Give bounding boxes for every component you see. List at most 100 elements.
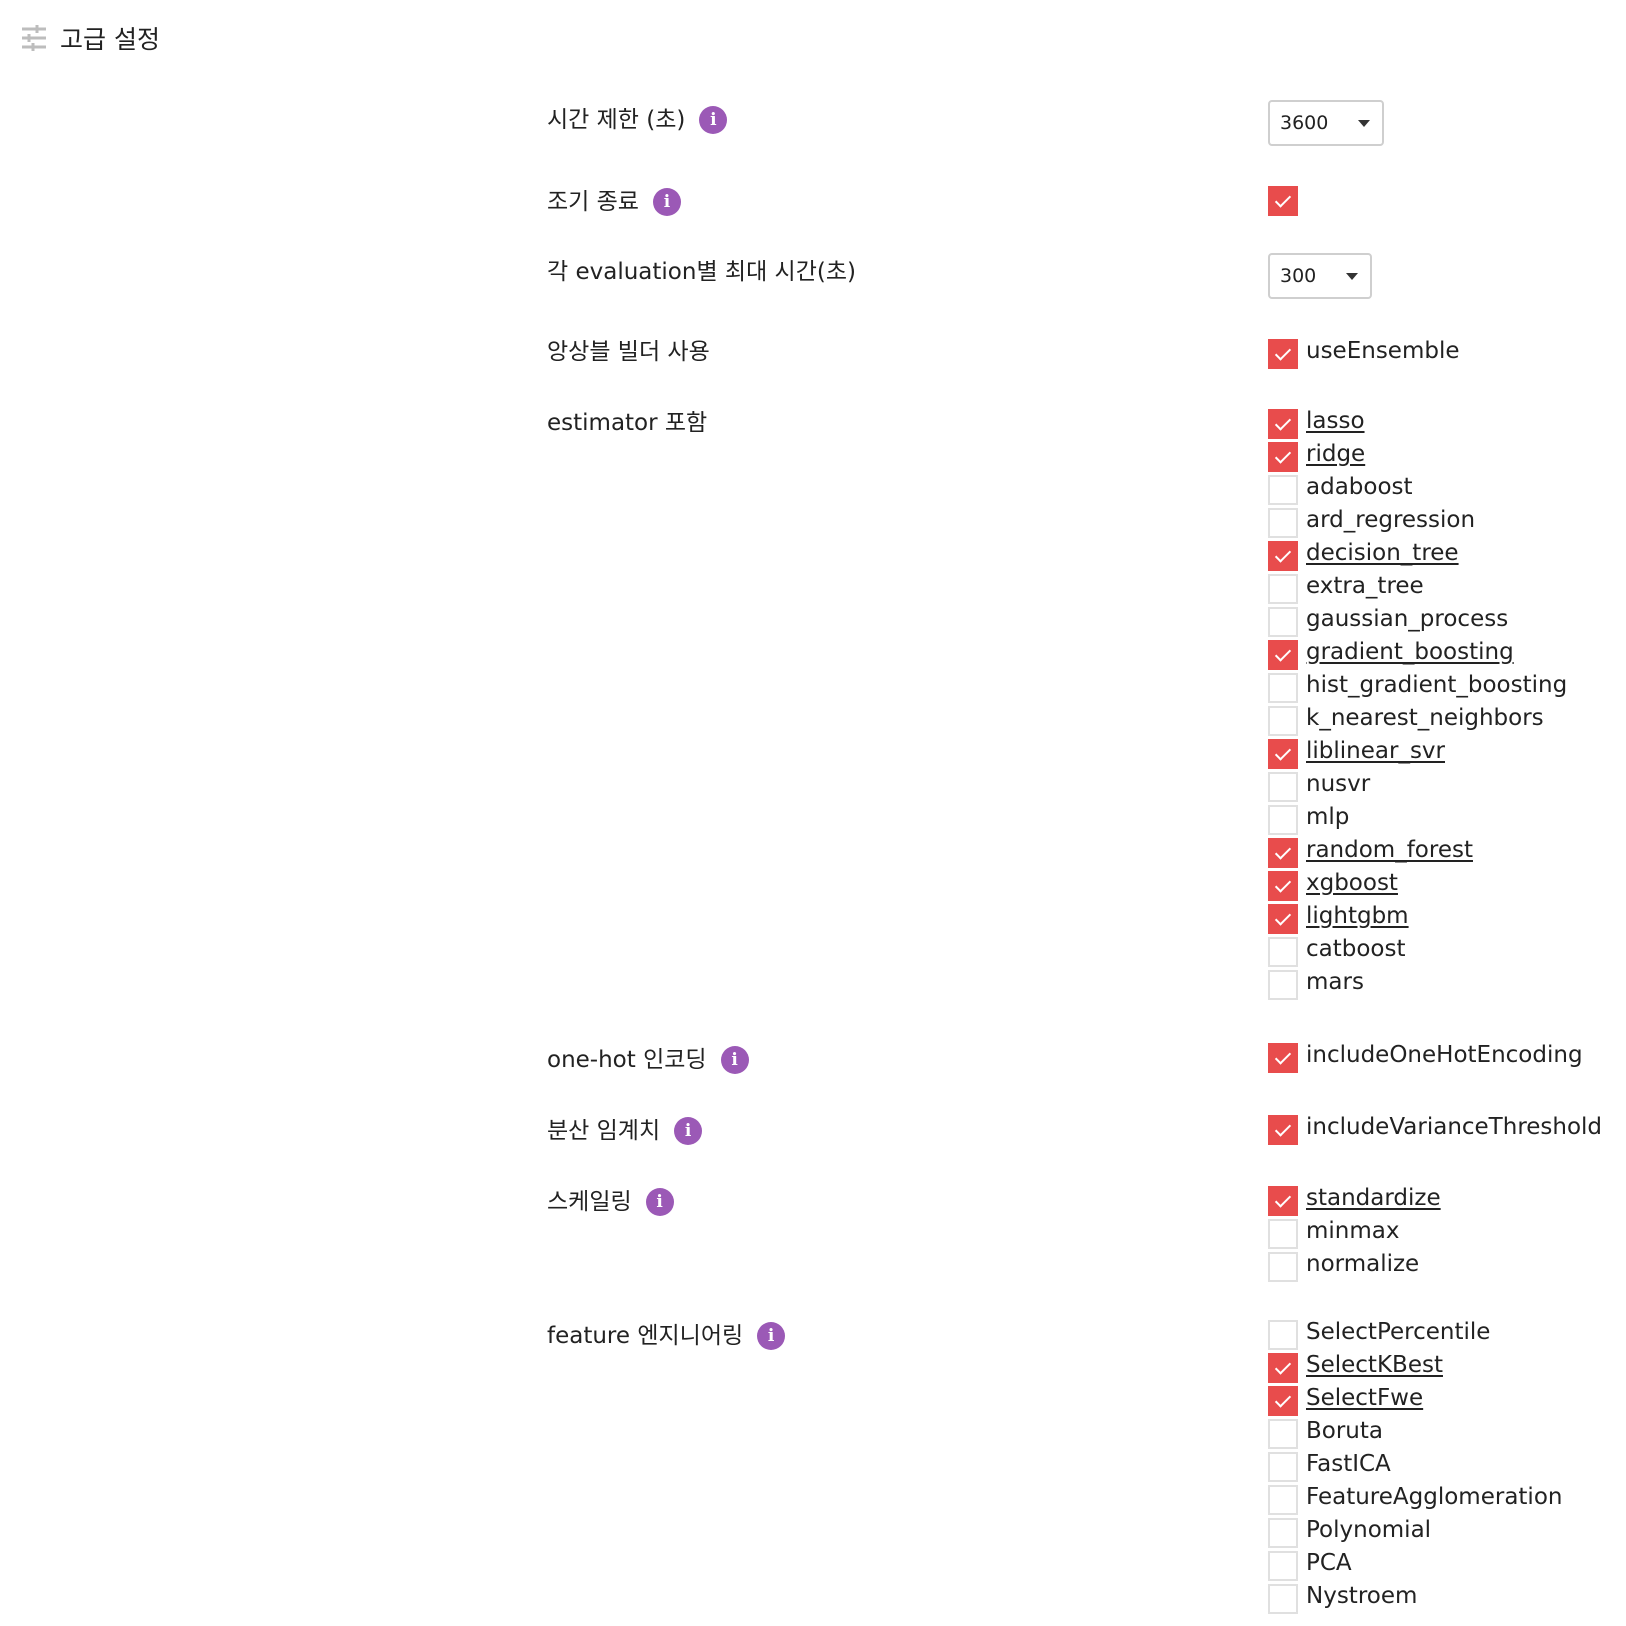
info-icon[interactable]: i bbox=[674, 1117, 703, 1145]
early-stop-label: 조기 종료 i bbox=[547, 188, 681, 216]
list-item[interactable]: minmax bbox=[1268, 1217, 1441, 1250]
list-item[interactable]: lasso bbox=[1268, 407, 1567, 440]
early-stop-row[interactable] bbox=[1268, 184, 1298, 217]
option-label: Boruta bbox=[1306, 1417, 1383, 1444]
option-label: normalize bbox=[1306, 1250, 1420, 1277]
info-icon[interactable]: i bbox=[720, 1046, 749, 1074]
list-item[interactable]: liblinear_svr bbox=[1268, 737, 1567, 770]
scaling-label: 스케일링 i bbox=[547, 1188, 674, 1216]
checkbox[interactable] bbox=[1268, 1583, 1298, 1614]
early-stop-group bbox=[1268, 184, 1298, 217]
time-limit-select[interactable]: 3600 bbox=[1268, 100, 1384, 146]
list-item[interactable]: Boruta bbox=[1268, 1417, 1562, 1450]
list-item[interactable]: k_nearest_neighbors bbox=[1268, 704, 1567, 737]
onehot-checkbox[interactable] bbox=[1268, 1042, 1298, 1073]
time-limit-label: 시간 제한 (초) i bbox=[547, 106, 728, 134]
checkbox[interactable] bbox=[1268, 672, 1298, 703]
list-item[interactable]: adaboost bbox=[1268, 473, 1567, 506]
option-label: FeatureAgglomeration bbox=[1306, 1483, 1563, 1510]
option-label: lightgbm bbox=[1306, 902, 1409, 929]
variance-checkbox[interactable] bbox=[1268, 1114, 1298, 1145]
eval-time-label: 각 evaluation별 최대 시간(초) bbox=[547, 258, 856, 286]
time-limit-text: 시간 제한 (초) bbox=[547, 107, 686, 133]
info-icon[interactable]: i bbox=[652, 188, 681, 216]
onehot-group: includeOneHotEncoding bbox=[1268, 1041, 1583, 1074]
checkbox[interactable] bbox=[1268, 936, 1298, 967]
list-item[interactable]: gradient_boosting bbox=[1268, 638, 1567, 671]
early-stop-checkbox[interactable] bbox=[1268, 185, 1298, 216]
onehot-row[interactable]: includeOneHotEncoding bbox=[1268, 1041, 1583, 1074]
checkbox[interactable] bbox=[1268, 1251, 1298, 1282]
checkbox[interactable] bbox=[1268, 903, 1298, 934]
checkbox[interactable] bbox=[1268, 507, 1298, 538]
list-item[interactable]: Nystroem bbox=[1268, 1582, 1562, 1615]
checkbox[interactable] bbox=[1268, 1385, 1298, 1416]
checkbox[interactable] bbox=[1268, 1319, 1298, 1350]
checkbox[interactable] bbox=[1268, 573, 1298, 604]
list-item[interactable]: SelectKBest bbox=[1268, 1351, 1562, 1384]
list-item[interactable]: decision_tree bbox=[1268, 539, 1567, 572]
checkbox[interactable] bbox=[1268, 705, 1298, 736]
caret-down-icon bbox=[1358, 120, 1370, 127]
checkbox[interactable] bbox=[1268, 870, 1298, 901]
list-item[interactable]: standardize bbox=[1268, 1184, 1441, 1217]
info-icon[interactable]: i bbox=[757, 1322, 786, 1350]
checkbox[interactable] bbox=[1268, 441, 1298, 472]
variance-group: includeVarianceThreshold bbox=[1268, 1113, 1602, 1146]
checkbox[interactable] bbox=[1268, 804, 1298, 835]
list-item[interactable]: FastICA bbox=[1268, 1450, 1562, 1483]
section-header[interactable]: 고급 설정 bbox=[20, 22, 160, 54]
option-label: Nystroem bbox=[1306, 1582, 1418, 1609]
ensemble-row[interactable]: useEnsemble bbox=[1268, 337, 1460, 370]
checkbox[interactable] bbox=[1268, 1418, 1298, 1449]
checkbox[interactable] bbox=[1268, 639, 1298, 670]
list-item[interactable]: mlp bbox=[1268, 803, 1567, 836]
checkbox[interactable] bbox=[1268, 837, 1298, 868]
info-icon[interactable]: i bbox=[699, 106, 728, 134]
checkbox[interactable] bbox=[1268, 1185, 1298, 1216]
variance-label: 분산 임계치 i bbox=[547, 1117, 703, 1145]
checkbox[interactable] bbox=[1268, 1218, 1298, 1249]
ensemble-checkbox[interactable] bbox=[1268, 338, 1298, 369]
eval-time-select[interactable]: 300 bbox=[1268, 253, 1372, 299]
checkbox[interactable] bbox=[1268, 408, 1298, 439]
list-item[interactable]: hist_gradient_boosting bbox=[1268, 671, 1567, 704]
list-item[interactable]: SelectPercentile bbox=[1268, 1318, 1562, 1351]
checkbox[interactable] bbox=[1268, 474, 1298, 505]
list-item[interactable]: gaussian_process bbox=[1268, 605, 1567, 638]
checkbox[interactable] bbox=[1268, 1484, 1298, 1515]
option-label: random_forest bbox=[1306, 836, 1473, 863]
checkbox[interactable] bbox=[1268, 1451, 1298, 1482]
list-item[interactable]: ridge bbox=[1268, 440, 1567, 473]
checkbox[interactable] bbox=[1268, 606, 1298, 637]
option-label: ard_regression bbox=[1306, 506, 1476, 533]
list-item[interactable]: random_forest bbox=[1268, 836, 1567, 869]
info-icon[interactable]: i bbox=[645, 1188, 674, 1216]
list-item[interactable]: extra_tree bbox=[1268, 572, 1567, 605]
option-label: mlp bbox=[1306, 803, 1350, 830]
list-item[interactable]: PCA bbox=[1268, 1549, 1562, 1582]
option-label: FastICA bbox=[1306, 1450, 1391, 1477]
variance-row[interactable]: includeVarianceThreshold bbox=[1268, 1113, 1602, 1146]
checkbox[interactable] bbox=[1268, 1352, 1298, 1383]
checkbox[interactable] bbox=[1268, 969, 1298, 1000]
list-item[interactable]: FeatureAgglomeration bbox=[1268, 1483, 1562, 1516]
checkbox[interactable] bbox=[1268, 738, 1298, 769]
list-item[interactable]: mars bbox=[1268, 968, 1567, 1001]
option-label: ridge bbox=[1306, 440, 1366, 467]
checkbox[interactable] bbox=[1268, 771, 1298, 802]
list-item[interactable]: normalize bbox=[1268, 1250, 1441, 1283]
list-item[interactable]: SelectFwe bbox=[1268, 1384, 1562, 1417]
option-label: Polynomial bbox=[1306, 1516, 1432, 1543]
list-item[interactable]: Polynomial bbox=[1268, 1516, 1562, 1549]
list-item[interactable]: xgboost bbox=[1268, 869, 1567, 902]
list-item[interactable]: lightgbm bbox=[1268, 902, 1567, 935]
checkbox[interactable] bbox=[1268, 1550, 1298, 1581]
checkbox[interactable] bbox=[1268, 540, 1298, 571]
list-item[interactable]: ard_regression bbox=[1268, 506, 1567, 539]
list-item[interactable]: nusvr bbox=[1268, 770, 1567, 803]
checkbox[interactable] bbox=[1268, 1517, 1298, 1548]
sliders-icon bbox=[22, 25, 46, 51]
list-item[interactable]: catboost bbox=[1268, 935, 1567, 968]
